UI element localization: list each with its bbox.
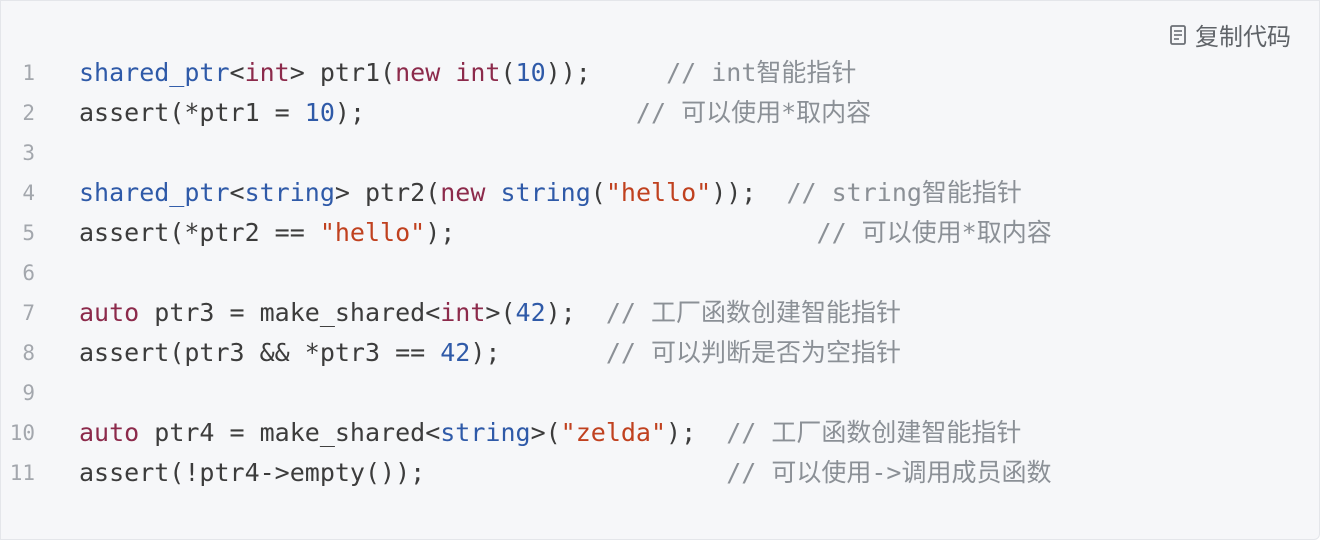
code-token: auto: [79, 418, 140, 447]
code-token: <: [229, 58, 245, 87]
code-comment: // 工厂函数创建智能指针: [726, 418, 1022, 447]
code-token: assert(*ptr2 ==: [79, 218, 320, 247]
code-comment: // 可以使用*取内容: [635, 98, 872, 127]
line-number: 11: [9, 461, 35, 485]
code-text: [57, 133, 79, 173]
code-line: 6: [1, 253, 1052, 293]
code-line: 3: [1, 133, 1052, 173]
code-token: ));: [711, 178, 787, 207]
code-token: );: [666, 418, 727, 447]
code-token: );: [470, 338, 606, 367]
code-token: string: [500, 178, 591, 207]
code-token: 10: [515, 58, 546, 87]
line-number: 7: [22, 301, 35, 325]
code-line: 5 assert(*ptr2 == "hello"); // 可以使用*取内容: [1, 213, 1052, 253]
code-text: [57, 373, 79, 413]
code-token: 42: [515, 298, 546, 327]
code-token: > ptr1(: [289, 58, 396, 87]
code-text: assert(ptr3 && *ptr3 == 42); // 可以判断是否为空…: [57, 333, 901, 373]
code-line: 11 assert(!ptr4->empty()); // 可以使用->调用成员函…: [1, 453, 1052, 493]
code-token: string: [440, 418, 531, 447]
code-line: 8 assert(ptr3 && *ptr3 == 42); // 可以判断是否为…: [1, 333, 1052, 373]
line-number: 4: [22, 181, 35, 205]
code-token: ptr4 = make_shared<: [139, 418, 441, 447]
code-token: );: [425, 218, 817, 247]
copy-code-label: 复制代码: [1195, 23, 1291, 51]
code-token: ));: [545, 58, 667, 87]
code-token: (: [500, 58, 516, 87]
code-comment: // 可以使用*取内容: [816, 218, 1052, 247]
code-token: shared_ptr: [79, 178, 230, 207]
code-token: new: [440, 178, 486, 207]
code-text: shared_ptr<string> ptr2(new string("hell…: [57, 173, 1022, 213]
code-token: string: [244, 178, 335, 207]
document-copy-icon: [1167, 23, 1189, 47]
code-line: 7 auto ptr3 = make_shared<int>(42); // 工厂…: [1, 293, 1052, 333]
line-number: 9: [22, 381, 35, 405]
line-number: 3: [22, 141, 35, 165]
code-token: new: [395, 58, 441, 87]
code-token: 10: [304, 98, 335, 127]
code-line: 2 assert(*ptr1 = 10); // 可以使用*取内容: [1, 93, 1052, 133]
code-token: assert(ptr3 && *ptr3 ==: [79, 338, 441, 367]
code-token: 42: [440, 338, 471, 367]
code-line: 9: [1, 373, 1052, 413]
code-token: int: [244, 58, 290, 87]
code-token: assert(*ptr1 =: [79, 98, 305, 127]
code-token: assert(!ptr4->empty());: [79, 458, 727, 487]
code-token: "zelda": [560, 418, 667, 447]
code-token: int: [440, 298, 486, 327]
code-text: assert(*ptr1 = 10); // 可以使用*取内容: [57, 93, 871, 133]
code-text: auto ptr4 = make_shared<string>("zelda")…: [57, 413, 1021, 453]
code-comment: // string智能指针: [786, 178, 1022, 207]
code-comment: // 可以判断是否为空指针: [605, 338, 901, 367]
code-text: shared_ptr<int> ptr1(new int(10)); // in…: [57, 53, 856, 93]
code-comment: // 可以使用->调用成员函数: [726, 458, 1052, 487]
code-token: );: [545, 298, 606, 327]
code-token: "hello": [319, 218, 426, 247]
code-text: auto ptr3 = make_shared<int>(42); // 工厂函…: [57, 293, 901, 333]
code-text: assert(*ptr2 == "hello"); // 可以使用*取内容: [57, 213, 1052, 253]
code-text: assert(!ptr4->empty()); // 可以使用->调用成员函数: [57, 453, 1051, 493]
copy-code-button[interactable]: 复制代码: [1167, 17, 1291, 52]
code-token: "hello": [605, 178, 712, 207]
code-token: >(: [485, 298, 516, 327]
line-number: 2: [22, 101, 35, 125]
code-text: [57, 253, 79, 293]
code-token: [485, 178, 500, 207]
line-number: 6: [22, 261, 35, 285]
code-token: [440, 58, 455, 87]
line-number: 5: [22, 221, 35, 245]
code-token: ptr3 = make_shared<: [139, 298, 441, 327]
code-token: >(: [530, 418, 561, 447]
code-comment: // int智能指针: [666, 58, 857, 87]
line-number: 8: [22, 341, 35, 365]
code-token: );: [334, 98, 636, 127]
code-token: (: [590, 178, 606, 207]
code-token: > ptr2(: [334, 178, 441, 207]
code-line: 10 auto ptr4 = make_shared<string>("zelda…: [1, 413, 1052, 453]
code-token: int: [455, 58, 501, 87]
code-comment: // 工厂函数创建智能指针: [605, 298, 901, 327]
line-number: 10: [9, 421, 35, 445]
code-token: shared_ptr: [79, 58, 230, 87]
code-token: auto: [79, 298, 140, 327]
code-token: <: [229, 178, 245, 207]
line-number: 1: [22, 61, 35, 85]
